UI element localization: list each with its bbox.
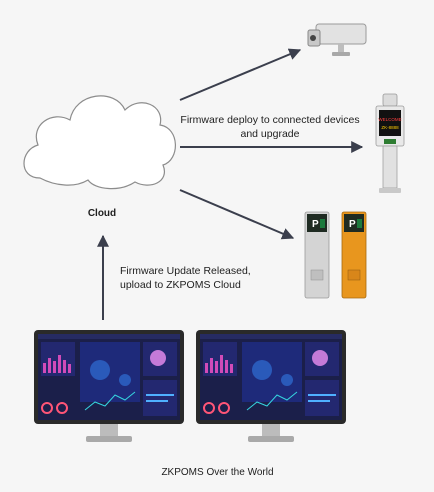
parking-barrier-grey-icon: P — [304, 211, 330, 299]
update-label: Firmware Update Released, upload to ZKPO… — [120, 264, 280, 292]
terminal-screen-line1: WELCOME — [378, 117, 401, 122]
terminal-screen-line2: ZK-8888 — [381, 125, 399, 130]
cloud-icon — [23, 95, 176, 190]
deploy-label-line2: and upgrade — [240, 128, 300, 140]
deploy-label-line1: Firmware deploy to connected devices — [180, 114, 360, 126]
barrier-grey-p-glyph: P — [312, 219, 319, 230]
update-label-line1: Firmware Update Released, — [120, 265, 251, 277]
update-label-line2: upload to ZKPOMS Cloud — [120, 279, 241, 291]
entrance-terminal-icon: WELCOME ZK-8888 — [375, 93, 405, 193]
arrow-to-barriers — [179, 189, 295, 240]
cloud-label: Cloud — [87, 208, 117, 219]
barrier-orange-p-glyph: P — [349, 219, 356, 230]
parking-barrier-orange-icon: P — [341, 211, 367, 299]
deploy-label: Firmware deploy to connected devices and… — [170, 113, 370, 141]
arrow-to-camera — [179, 48, 302, 101]
world-label: ZKPOMS Over the World — [161, 467, 274, 478]
camera-icon — [307, 23, 367, 56]
dashboard-monitor-left-icon — [34, 330, 184, 442]
dashboard-monitor-right-icon — [196, 330, 346, 442]
